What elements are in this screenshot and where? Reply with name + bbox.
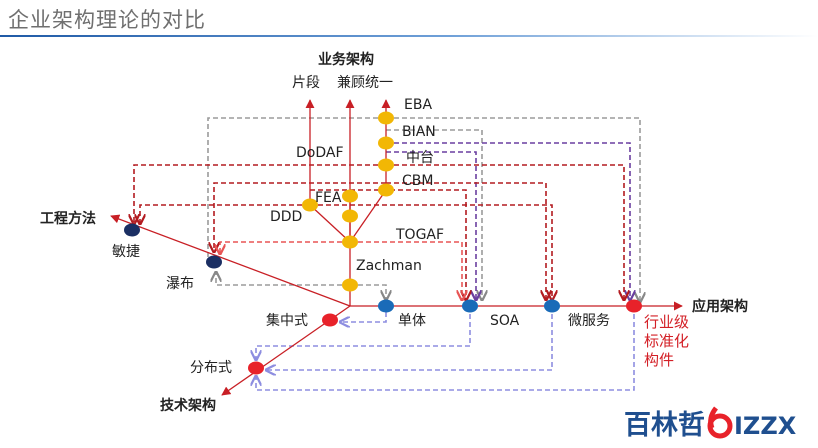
label-zachman: Zachman: [356, 258, 422, 274]
label-microservice: 微服务: [568, 313, 610, 329]
label-fea: FEA: [315, 190, 342, 206]
label-distributed: 分布式: [190, 360, 232, 376]
lav-dash-micro: [266, 314, 553, 370]
label-application: 应用架构: [692, 298, 748, 315]
label-industry-2: 标准化: [644, 332, 689, 350]
grey-dash-eba-box: [207, 117, 386, 258]
red-dash-ddd-down: [310, 189, 466, 300]
node-agile: [124, 223, 140, 237]
solid-structure: [110, 99, 683, 396]
node-soa: [462, 299, 478, 313]
red-dash-cbm: [214, 182, 386, 252]
grey-dash-eba-right: [386, 117, 640, 302]
node-fea-low: [342, 209, 358, 223]
node-zachman: [342, 278, 358, 292]
label-dodaf: DoDAF: [296, 145, 344, 161]
axis-engineering: [110, 214, 351, 307]
label-business: 业务架构: [318, 51, 374, 68]
label-monolith: 单体: [398, 313, 426, 329]
label-industry-1: 行业级: [644, 313, 689, 331]
label-waterfall: 瀑布: [166, 276, 194, 292]
pink-dash-togaf-right: [350, 241, 462, 300]
node-centralized: [322, 313, 338, 327]
logo-text-cn: 百林哲: [624, 409, 705, 441]
red-dash-cbm-right: [386, 182, 546, 300]
node-distributed: [248, 361, 264, 375]
lav-dash-monolith: [340, 312, 387, 322]
label-ddd: DDD: [270, 209, 302, 225]
logo-text-en: IZZX: [734, 412, 797, 440]
title-divider: [0, 35, 818, 37]
node-industry-standard: [626, 299, 642, 313]
labels: 业务架构 片段 兼顾统一 EBA BIAN 中台 CBM DoDAF FEA D…: [40, 51, 748, 414]
node-ddd: [302, 198, 318, 212]
node-bian: [378, 136, 394, 150]
red-dash-ddd: [140, 204, 310, 224]
node-waterfall: [206, 255, 222, 269]
slide-title: 企业架构理论的对比: [8, 8, 206, 32]
label-zhongtai: 中台: [406, 150, 434, 166]
label-soa: SOA: [490, 313, 520, 329]
label-togaf: TOGAF: [395, 227, 444, 243]
node-cbm: [378, 183, 394, 197]
label-agile: 敏捷: [112, 244, 140, 260]
brand-logo: 百林哲 IZZX: [620, 402, 816, 444]
grey-dash-zachman-down: [350, 284, 386, 300]
label-engineering: 工程方法: [40, 210, 96, 227]
red-dash-zhongtai-right: [386, 164, 624, 300]
label-industry-3: 构件: [644, 351, 674, 369]
grey-dash-bian: [386, 129, 482, 300]
node-togaf: [342, 235, 358, 249]
label-business-left: 片段: [292, 75, 320, 91]
node-microservice: [544, 299, 560, 313]
pink-dash-togaf: [220, 241, 350, 254]
label-business-right: 兼顾统一: [337, 75, 393, 91]
lav-dash-standard: [256, 314, 635, 391]
purple-dash-bian: [386, 142, 630, 300]
label-bian: BIAN: [402, 124, 436, 140]
label-cbm: CBM: [402, 173, 433, 189]
grey-dash-zachman: [216, 272, 350, 286]
label-eba: EBA: [404, 97, 432, 113]
node-eba: [378, 111, 394, 125]
nodes: [124, 111, 642, 375]
label-centralized: 集中式: [266, 312, 308, 329]
lav-dash-soa: [256, 314, 471, 360]
dashed-connectors: [134, 117, 640, 391]
red-dash-zhongtai: [134, 164, 386, 224]
red-dash-fea: [310, 204, 552, 300]
label-technology: 技术架构: [160, 397, 216, 414]
node-monolith: [378, 299, 394, 313]
purple-dash-zhongtai: [386, 151, 476, 300]
node-zhongtai: [378, 158, 394, 172]
node-fea: [342, 189, 358, 203]
